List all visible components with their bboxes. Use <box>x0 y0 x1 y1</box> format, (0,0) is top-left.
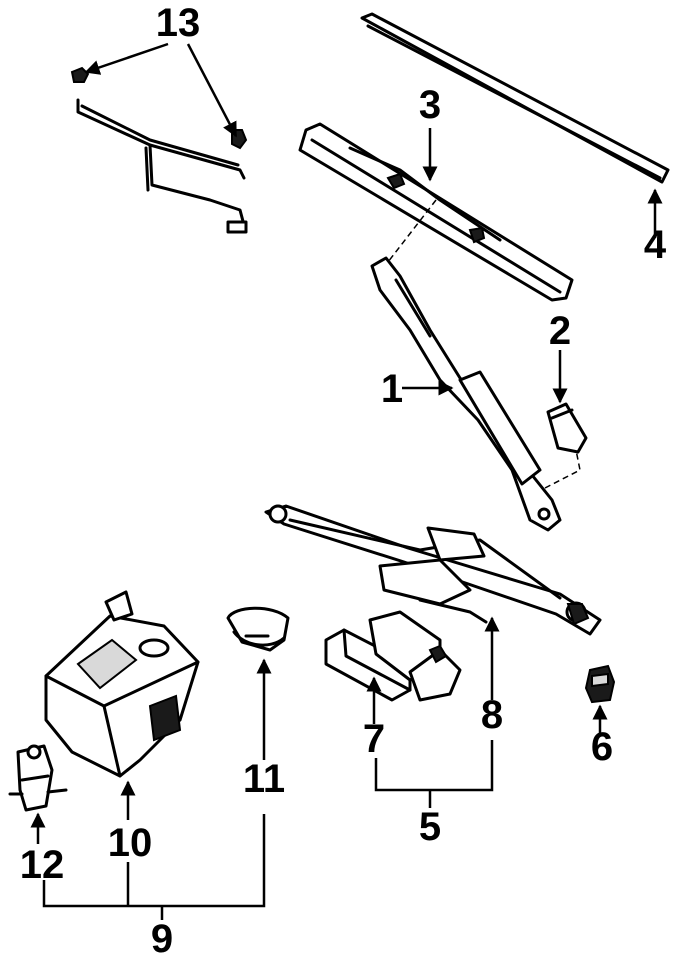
motor-linkage-bracket <box>374 740 494 792</box>
washer-hose-assembly <box>70 66 248 234</box>
reservoir-assembly-bracket <box>42 814 266 908</box>
reservoir-cap <box>226 606 290 760</box>
callout-8: 8 <box>481 693 503 737</box>
wiper-arm <box>370 256 581 532</box>
washer-reservoir <box>44 590 200 820</box>
callout-12: 12 <box>20 843 65 887</box>
callout-2: 2 <box>549 309 571 353</box>
callout-10: 10 <box>108 821 153 865</box>
arm-cap <box>546 350 588 454</box>
callout-3: 3 <box>419 83 441 127</box>
wiper-blade <box>298 122 574 302</box>
callout-13: 13 <box>156 1 201 45</box>
callout-9: 9 <box>151 917 173 960</box>
grommet <box>584 664 616 736</box>
clip-leaders <box>84 42 238 138</box>
callout-4: 4 <box>644 223 667 267</box>
callout-11: 11 <box>243 757 285 801</box>
wiper-motor <box>324 610 462 724</box>
washer-pump <box>8 744 68 844</box>
callout-6: 6 <box>591 725 613 769</box>
callout-1: 1 <box>381 367 403 411</box>
callout-5: 5 <box>419 805 441 849</box>
wiper-linkage <box>264 504 602 700</box>
callout-7: 7 <box>363 717 385 761</box>
blade-refill <box>360 12 670 238</box>
